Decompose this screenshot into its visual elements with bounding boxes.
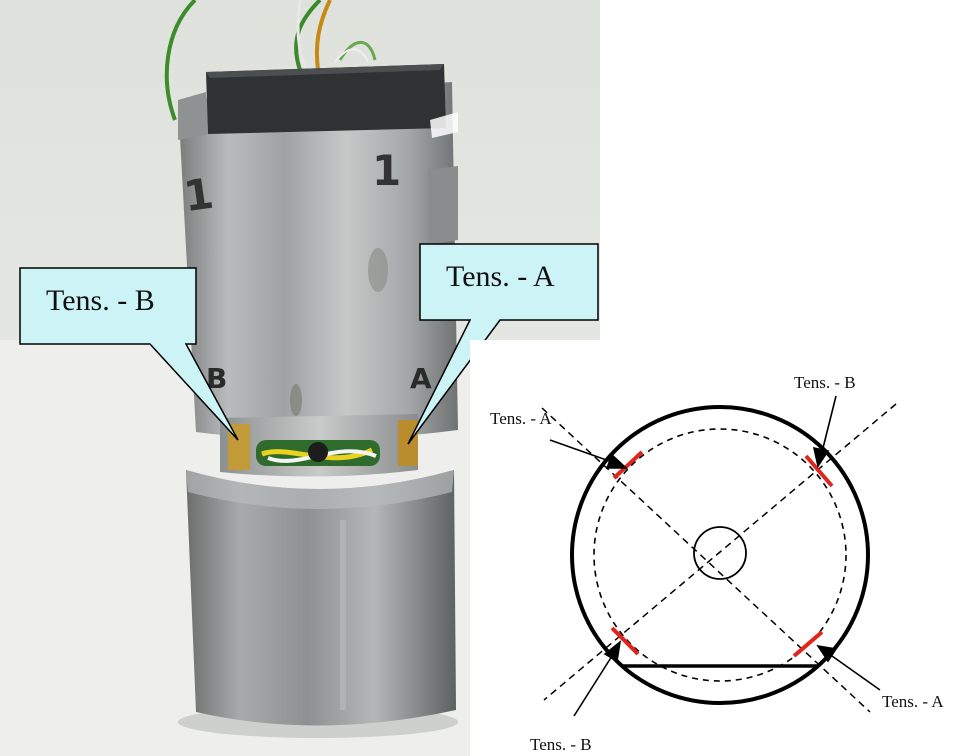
cross-section-diagram: Tens. - A Tens. - B Tens. - A Tens. - B <box>470 340 960 756</box>
callout-tens-b-label: Tens. - B <box>46 284 155 317</box>
label-tens-a-top-left: Tens. - A <box>490 409 552 428</box>
callout-tens-b: Tens. - B <box>19 267 239 441</box>
callout-tens-a: Tens. - A <box>407 243 599 445</box>
callout-tens-a-label: Tens. - A <box>446 260 555 293</box>
engraved-number-left: 1 <box>181 169 217 222</box>
axis-diagonal-2 <box>543 403 897 701</box>
engraved-number-right: 1 <box>372 146 401 195</box>
outer-circle <box>570 405 870 705</box>
gauge-mark-bottom-left <box>610 626 640 656</box>
axis-diagonal-1 <box>541 407 871 713</box>
engraved-letter-a: A <box>410 362 432 395</box>
leader-arrows <box>549 395 881 717</box>
engraved-letter-b: B <box>206 362 227 395</box>
gauge-mark-top-left <box>612 450 644 480</box>
center-hole <box>693 526 747 580</box>
gauge-mark-top-right <box>804 454 834 488</box>
gauge-mark-bottom-right <box>792 630 824 658</box>
label-tens-b-bottom-left: Tens. - B <box>530 735 592 754</box>
label-tens-b-top-right: Tens. - B <box>794 373 856 392</box>
label-tens-a-bottom-right: Tens. - A <box>882 692 944 711</box>
inner-dashed-circle <box>593 428 847 682</box>
